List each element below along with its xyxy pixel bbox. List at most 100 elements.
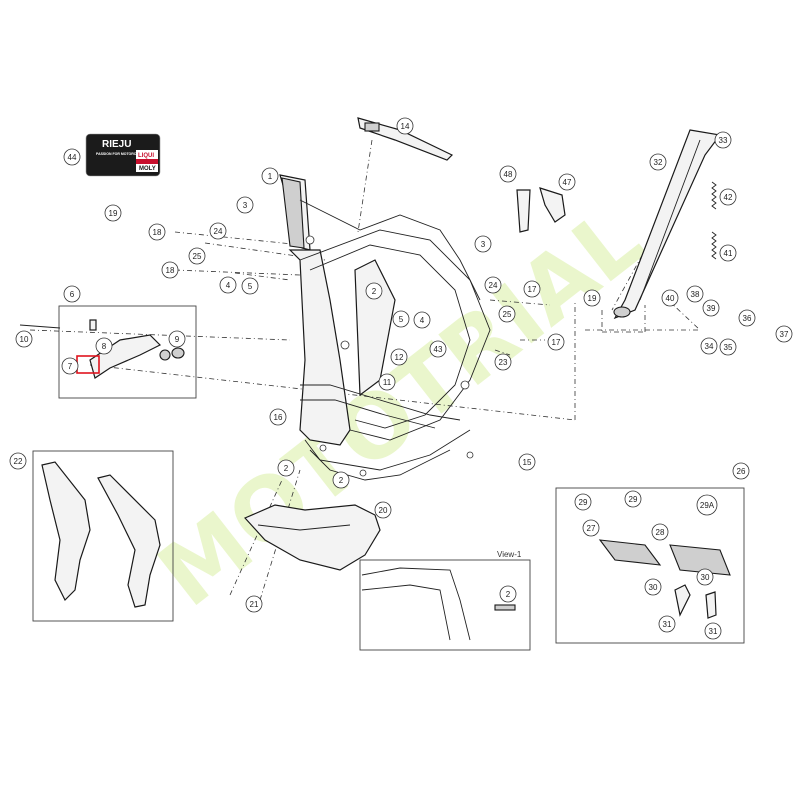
part-32-subframe [613, 129, 722, 320]
callout-c14: 14 [396, 117, 414, 135]
callout-c35: 35 [719, 338, 737, 356]
callout-label: 23 [499, 358, 508, 367]
callout-circle [658, 615, 676, 633]
callout-c12: 12 [390, 348, 408, 366]
callout-c6: 6 [63, 285, 81, 303]
callout-c18b: 18 [161, 261, 179, 279]
callout-label: 19 [109, 209, 118, 218]
group-box-26 [555, 487, 745, 644]
callout-label: 37 [780, 330, 789, 339]
callout-label: 17 [528, 285, 537, 294]
callout-label: 4 [420, 316, 425, 325]
callout-c31a: 31 [658, 615, 676, 633]
callout-circle [714, 131, 732, 149]
callout-circle [574, 493, 592, 511]
callout-label: 16 [274, 413, 283, 422]
callout-label: 11 [383, 378, 392, 387]
callout-circle [686, 285, 704, 303]
callout-c9: 9 [168, 330, 186, 348]
callout-c31b: 31 [704, 622, 722, 640]
callout-c20: 20 [374, 501, 392, 519]
callout-label: 29A [700, 501, 715, 510]
callout-label: 2 [284, 464, 289, 473]
callout-label: 20 [379, 506, 388, 515]
callout-c4a: 4 [219, 276, 237, 294]
callout-label: 3 [481, 240, 486, 249]
view-label: View-1 [497, 550, 522, 559]
callout-c19a: 19 [104, 204, 122, 222]
callout-c30a: 30 [644, 578, 662, 596]
logo-brand-sub: PASSION FOR MOTORCYCLES [96, 152, 149, 156]
callout-circle [702, 299, 720, 317]
callout-circle [582, 519, 600, 537]
callout-circle [484, 276, 502, 294]
part-41-spring [711, 231, 717, 260]
callout-c8: 8 [95, 337, 113, 355]
callout-label: 27 [587, 524, 596, 533]
callout-circle [277, 459, 295, 477]
callout-label: 22 [14, 457, 23, 466]
callout-label: 2 [506, 590, 511, 599]
group-box-6 [58, 305, 197, 399]
callout-label: 41 [724, 249, 733, 258]
callout-circle [499, 585, 517, 603]
callout-c16: 16 [269, 408, 287, 426]
part-48-bracket [516, 189, 531, 233]
callout-label: 5 [399, 315, 404, 324]
callout-c3a: 3 [236, 196, 254, 214]
callout-label: 12 [395, 353, 404, 362]
callout-circle [332, 471, 350, 489]
callout-c17a: 17 [523, 280, 541, 298]
callout-circle [161, 261, 179, 279]
callout-circle [209, 222, 227, 240]
callout-label: 35 [724, 343, 733, 352]
main-frame [279, 174, 491, 481]
callout-c36: 36 [738, 309, 756, 327]
watermark-text: MOTOTRIAL [140, 187, 662, 626]
callout-c32: 32 [649, 153, 667, 171]
group-box-22 [32, 450, 174, 622]
logo-sponsor-line1: LIQUI [138, 153, 154, 159]
callout-circle [63, 285, 81, 303]
callout-c7: 7 [61, 357, 79, 375]
callout-c40: 40 [661, 289, 679, 307]
callout-c2c: 2 [332, 471, 350, 489]
callout-circle [644, 578, 662, 596]
callout-circle [700, 337, 718, 355]
callout-label: 24 [214, 227, 223, 236]
watermark: MOTOTRIAL [140, 187, 662, 626]
callout-c42: 42 [719, 188, 737, 206]
callout-label: 2 [339, 476, 344, 485]
callout-c1: 1 [261, 167, 279, 185]
callout-c24b: 24 [484, 276, 502, 294]
callout-label: 44 [68, 153, 77, 162]
callout-circle [392, 310, 410, 328]
callout-label: 31 [663, 620, 672, 629]
callout-label: 6 [70, 290, 75, 299]
callout-c2d: 2 [499, 585, 517, 603]
callout-label: 19 [588, 294, 597, 303]
callout-label: 43 [434, 345, 443, 354]
callout-circle [168, 330, 186, 348]
callout-c43: 43 [429, 340, 447, 358]
callout-label: 33 [719, 136, 728, 145]
callout-circle [374, 501, 392, 519]
part-22-frame-guards [41, 461, 161, 608]
callout-circle [269, 408, 287, 426]
callout-c48: 48 [499, 165, 517, 183]
callout-c28: 28 [651, 523, 669, 541]
callout-label: 18 [166, 266, 175, 275]
callout-c29a: 29 [574, 493, 592, 511]
callout-label: 39 [707, 304, 716, 313]
callout-circle [624, 490, 642, 508]
callout-label: 26 [737, 467, 746, 476]
part-42-spring [711, 181, 717, 210]
callout-c25a: 25 [188, 247, 206, 265]
callout-label: 5 [248, 282, 253, 291]
view-1-detail [361, 567, 516, 641]
callout-label: 15 [523, 458, 532, 467]
callout-label: 2 [372, 287, 377, 296]
callout-c30b: 30 [696, 568, 714, 586]
callout-circle [15, 330, 33, 348]
